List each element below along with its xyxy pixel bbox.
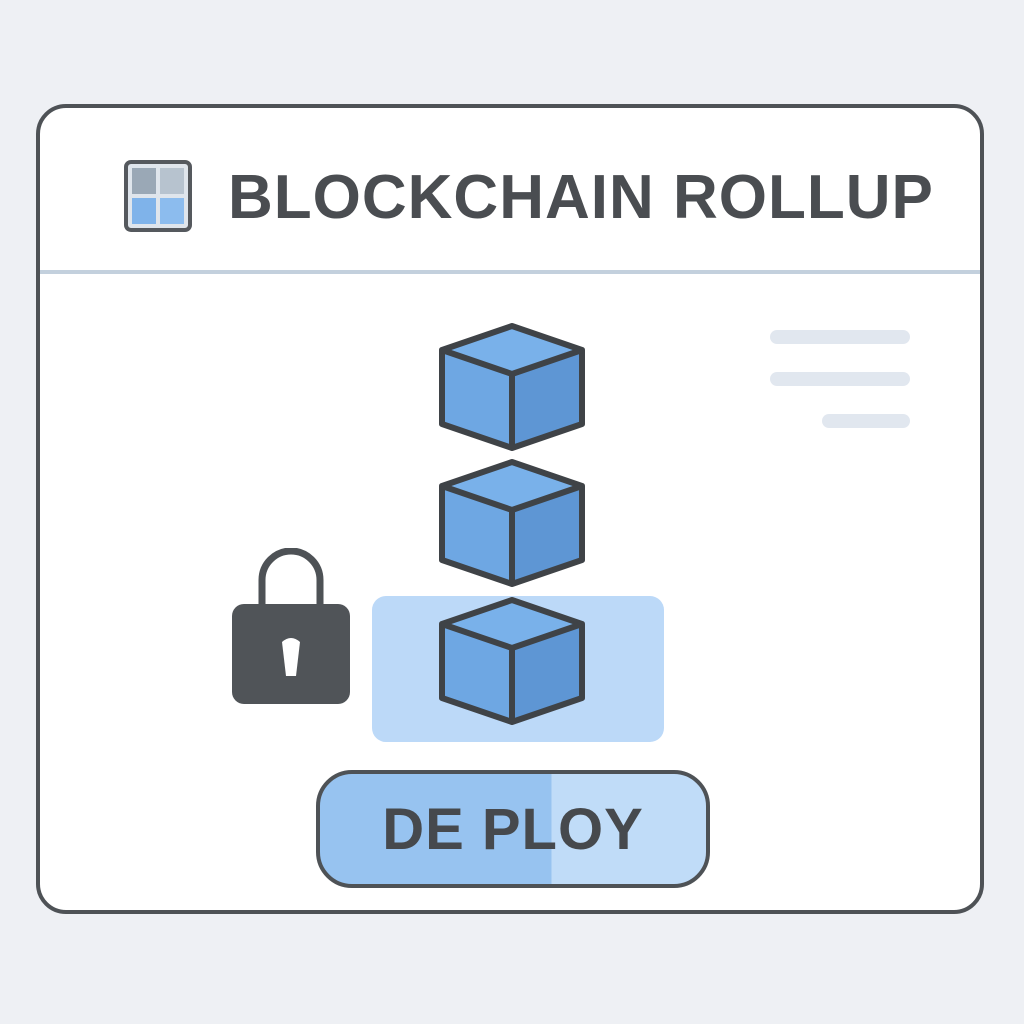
placeholder-line xyxy=(770,372,910,386)
block-middle xyxy=(442,462,582,584)
deploy-button-label: DE PLOY xyxy=(382,796,644,862)
placeholder-line xyxy=(822,414,910,428)
app-window: BLOCKCHAIN ROLLUP xyxy=(36,104,984,914)
placeholder-line xyxy=(770,330,910,344)
header-divider xyxy=(40,270,980,274)
grid-app-icon xyxy=(124,160,192,232)
padlock-icon xyxy=(232,548,350,704)
title-bar: BLOCKCHAIN ROLLUP xyxy=(40,108,980,272)
app-title: BLOCKCHAIN ROLLUP xyxy=(228,163,934,232)
block-bottom xyxy=(442,600,582,722)
placeholder-text-lines xyxy=(766,330,910,430)
deploy-button[interactable]: DE PLOY xyxy=(316,770,710,888)
block-top xyxy=(442,326,582,448)
